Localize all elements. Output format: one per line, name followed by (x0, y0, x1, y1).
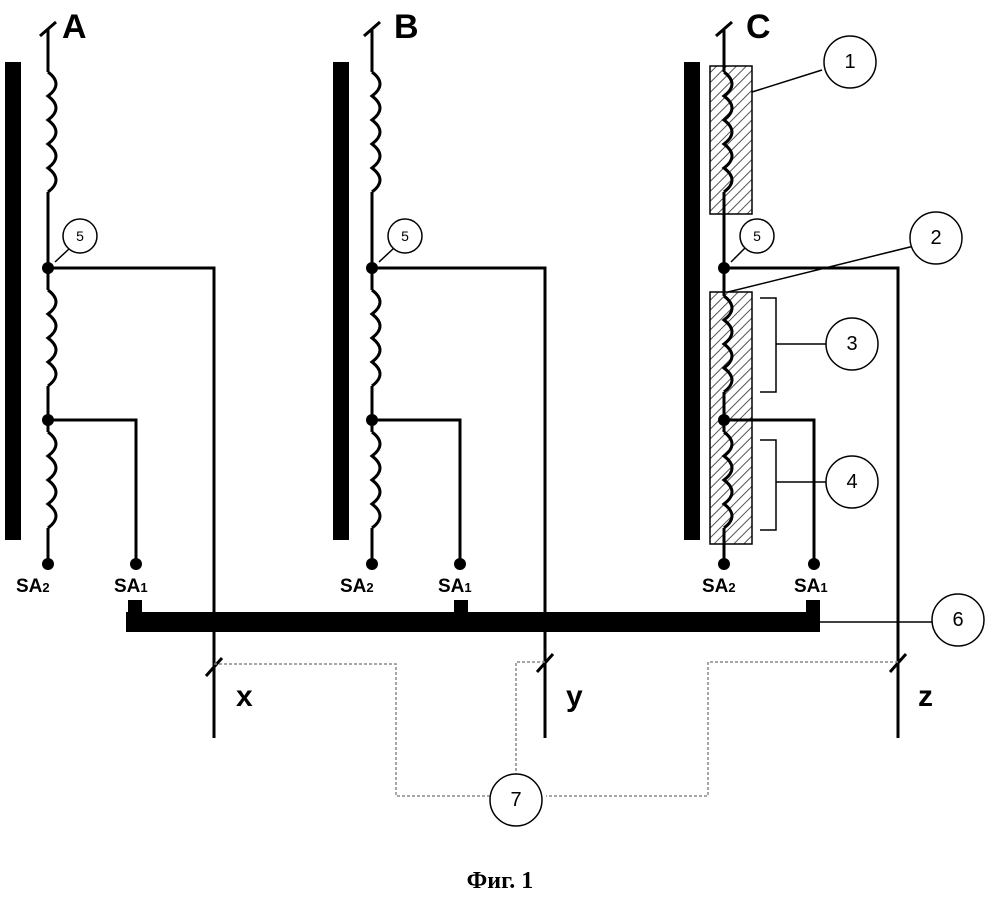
end-label-x: x (236, 680, 253, 713)
phase-b: 5 B y SA2 SA1 (333, 8, 583, 738)
callout-2 (909, 211, 963, 265)
phase-label-c: C (746, 8, 771, 46)
figure-caption: Фиг. 1 (466, 868, 534, 894)
callout-1 (823, 35, 877, 89)
tap-callout-c (739, 218, 775, 254)
tap-label-b: 5 (401, 228, 409, 244)
tap-callout-b (387, 218, 423, 254)
phase-label-b: B (394, 8, 419, 46)
terminal-mark-b (363, 20, 381, 38)
callout-6 (931, 593, 985, 647)
coil-a-lower (45, 430, 58, 530)
phase-label-a: A (62, 8, 87, 46)
phase-a: 5 A x SA2 SA1 (5, 8, 253, 738)
callout-3 (825, 317, 879, 371)
core-b (333, 62, 349, 540)
callout-7-label: 7 (510, 789, 521, 811)
callout-4-label: 4 (846, 471, 857, 493)
coil-a-middle (45, 288, 58, 388)
core-c (684, 62, 700, 540)
terminal-sa1-b (454, 558, 466, 570)
terminal-sa2-b (366, 558, 378, 570)
shield-upper-c (709, 65, 753, 215)
dashed-link-z (546, 661, 898, 797)
sa2-label-a: SA2 (16, 576, 50, 597)
tap-label-a: 5 (76, 228, 84, 244)
core-a (5, 62, 21, 540)
dashed-link-x (214, 663, 490, 797)
terminal-sa1-a (130, 558, 142, 570)
end-label-z: z (918, 680, 933, 713)
terminal-sa2-a (42, 558, 54, 570)
bus-bar-6 (126, 612, 820, 632)
coil-a-upper (45, 70, 58, 194)
tap-label-c: 5 (753, 228, 761, 244)
sa2-label-c: SA2 (702, 576, 736, 597)
coil-c-upper (721, 70, 734, 194)
callout-3-label: 3 (846, 333, 857, 355)
tap-callout-a (62, 218, 98, 254)
terminal-sa1-c (808, 558, 820, 570)
coil-c-middle (721, 294, 734, 394)
sa1-label-a: SA1 (114, 576, 148, 597)
bracket-3 (760, 297, 777, 393)
dashed-link-y (515, 661, 545, 776)
coil-c-lower (721, 430, 734, 530)
terminal-sa2-c (718, 558, 730, 570)
bracket-4 (760, 439, 777, 531)
end-label-y: y (566, 680, 583, 713)
callout-7 (489, 773, 543, 827)
transformer-diagram: 5 A x SA2 SA1 5 B y SA2 SA1 (5, 8, 985, 827)
callout-4 (825, 455, 879, 509)
terminal-mark-a (39, 20, 57, 38)
coil-b-middle (369, 288, 382, 388)
callout-1-label: 1 (844, 51, 855, 73)
bus-bar (126, 600, 820, 632)
coil-b-lower (369, 430, 382, 530)
callout-2-label: 2 (930, 227, 941, 249)
coil-b-upper (369, 70, 382, 194)
sa2-label-b: SA2 (340, 576, 374, 597)
sa1-label-c: SA1 (794, 576, 828, 597)
terminal-mark-c (715, 20, 733, 38)
callout-6-label: 6 (952, 609, 963, 631)
sa1-label-b: SA1 (438, 576, 472, 597)
